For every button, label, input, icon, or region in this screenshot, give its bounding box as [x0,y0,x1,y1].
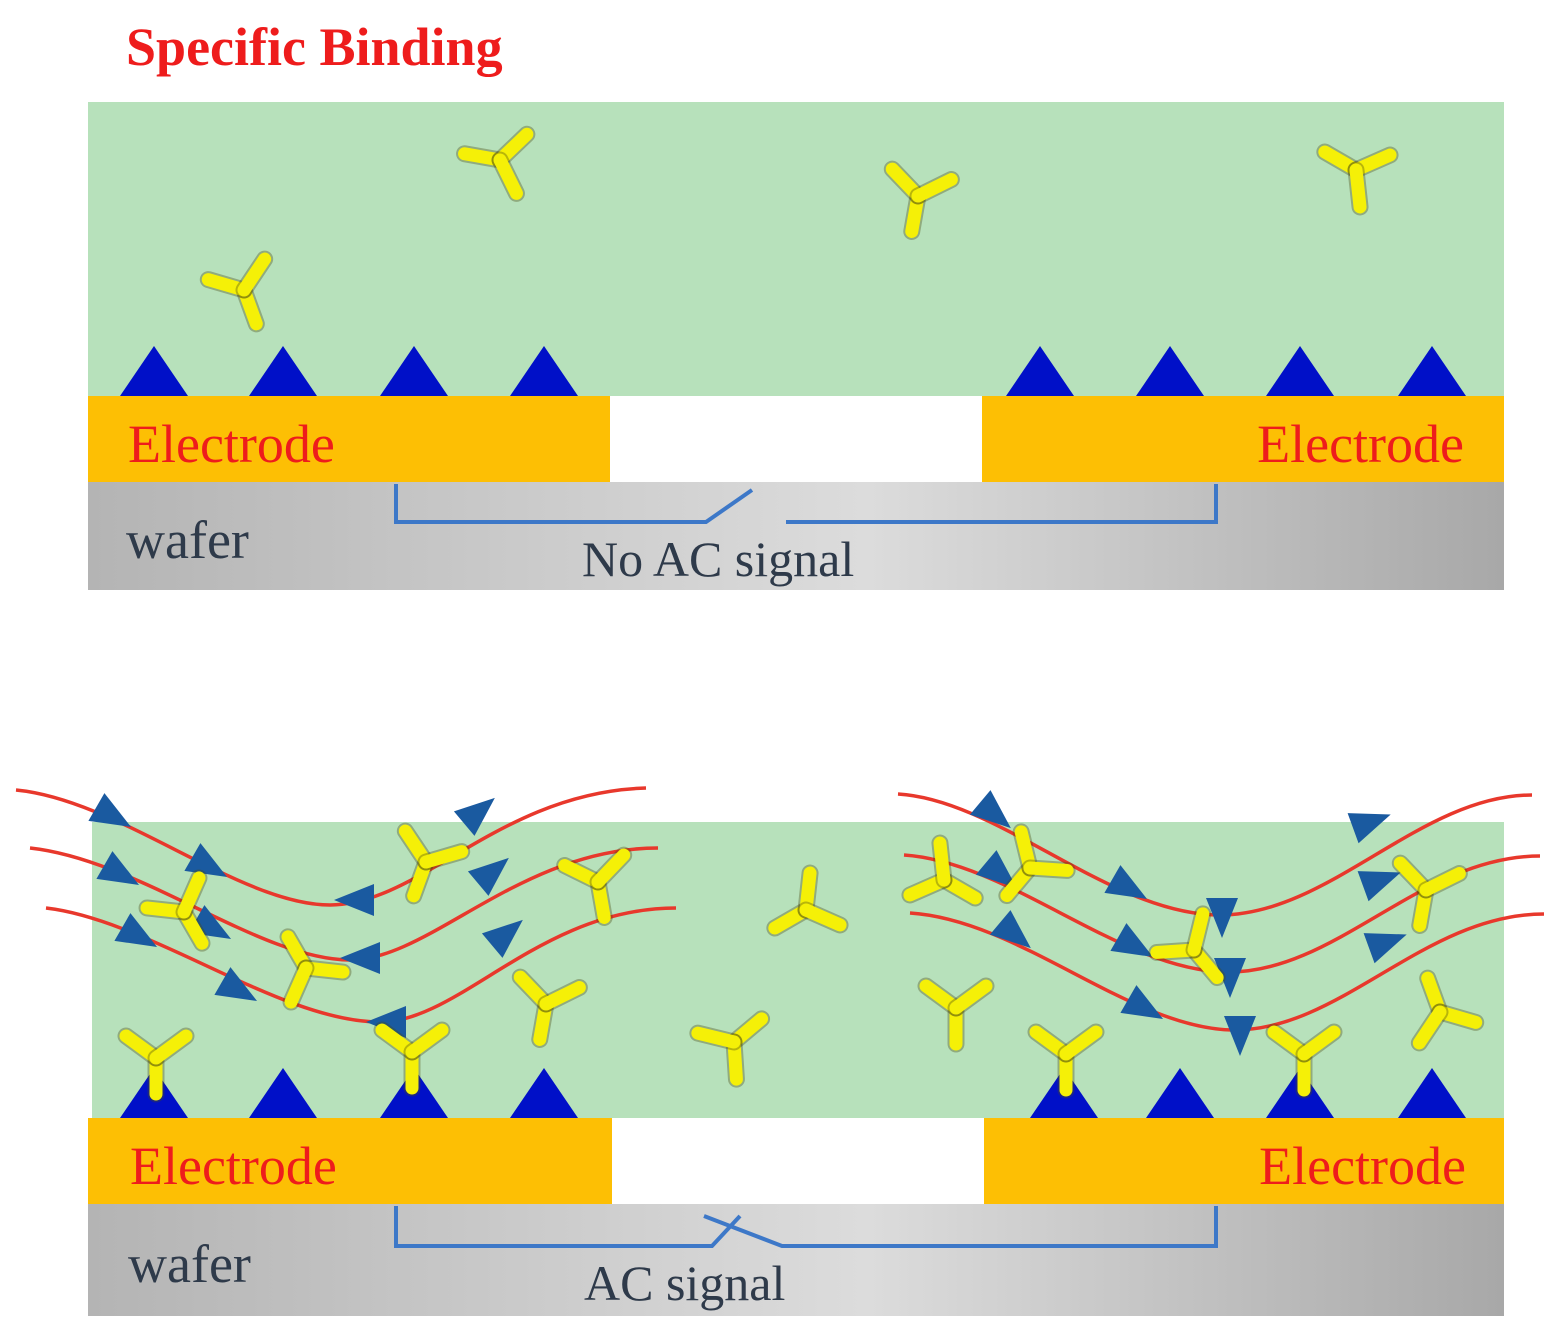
electrode-right-bottom [984,1118,1504,1204]
probe-triangle [1136,346,1204,396]
circuit-bottom [394,1206,1218,1248]
field-arrow [366,1006,406,1038]
antibody-y-shape [117,1027,195,1103]
field-arrow [340,942,380,974]
probe-triangle [1398,346,1466,396]
antibody-y-shape [917,977,995,1053]
wafer-label-bottom: wafer [128,1234,251,1294]
antibody-y-shape [766,864,849,937]
circuit-wire-right-top [786,484,1218,524]
antibody-y-shape [1316,143,1399,216]
antibody-group-bottom [117,822,1485,1103]
field-arrow [214,967,258,1001]
field-arrow [1110,923,1154,957]
electrode-label-left-bottom: Electrode [130,1136,337,1196]
antibody-y-shape [199,250,274,333]
electrode-label-left-top: Electrode [128,414,335,474]
electrode-right-top [982,396,1504,482]
field-arrow [1120,985,1164,1019]
probe-triangle [1266,346,1334,396]
antibody-y-shape [456,125,536,202]
antibody-group-top [199,125,1399,333]
probe-triangle [249,346,317,396]
panel-top: Electrode Electrode wafer No AC signal [88,102,1504,590]
antibody-y-shape [901,834,984,907]
signal-label-top: No AC signal [582,531,854,587]
circuit-wire-right-bottom [703,1206,1218,1248]
medium-top [88,102,1504,402]
probe-triangle [120,346,188,396]
circuit-wire-left-top [394,484,754,524]
antibody-y-shape [998,823,1076,905]
field-arrow [453,797,495,836]
circuit-wire-left-bottom [394,1206,742,1248]
probe-triangle [1006,346,1074,396]
field-arrow [989,910,1031,949]
field-arrow [1104,865,1148,899]
antibody-y-shape [279,928,352,1011]
antibody-y-shape [1265,1023,1343,1099]
wafer-bottom [88,1204,1504,1316]
antibody-y-shape [883,160,960,240]
field-arrow [1224,1016,1256,1056]
field-arrow [96,851,140,885]
antibody-y-shape [556,846,633,926]
field-arrow [969,790,1011,829]
wafer-top [88,482,1504,590]
field-arrow [1347,813,1391,844]
field-arrow [1214,958,1246,998]
electrode-label-right-bottom: Electrode [1259,1136,1466,1196]
antibody-y-shape [1391,854,1468,934]
diagram-title: Specific Binding [126,17,503,77]
electrode-left-top [88,396,610,482]
probe-triangle [1398,1068,1466,1118]
panel-bottom: Electrode Electrode wafer AC signal [15,786,1545,1316]
wafer-label-top: wafer [126,510,249,570]
field-arrow [1357,871,1401,902]
antibody-y-shape [373,1021,451,1097]
probe-triangle [1146,1068,1214,1118]
field-arrow [88,793,132,827]
signal-label-bottom: AC signal [584,1255,785,1311]
field-arrow [334,884,374,916]
probe-triangle [380,346,448,396]
antibody-y-shape [511,968,588,1048]
gap-top [610,396,982,482]
antibody-y-shape [1410,969,1485,1052]
circuit-top [394,484,1218,524]
field-arrow [114,913,158,947]
probe-triangle [510,1068,578,1118]
antibody-y-shape [689,1010,771,1088]
antibody-y-shape [1148,905,1226,987]
electrode-left-bottom [88,1118,612,1204]
field-arrow [1206,898,1238,938]
field-line-group [15,786,1545,1056]
field-arrow [184,843,228,877]
field-arrow [467,857,509,896]
gap-bottom [612,1118,984,1204]
field-arrow [481,919,523,958]
electrode-label-right-top: Electrode [1257,414,1464,474]
field-arrow [975,850,1017,889]
field-arrow [1363,933,1407,964]
probe-group-top [120,346,1466,396]
antibody-y-shape [1027,1023,1105,1099]
probe-triangle [249,1068,317,1118]
probe-triangle [510,346,578,396]
antibody-y-shape [138,869,211,952]
antibody-y-shape [396,822,471,905]
